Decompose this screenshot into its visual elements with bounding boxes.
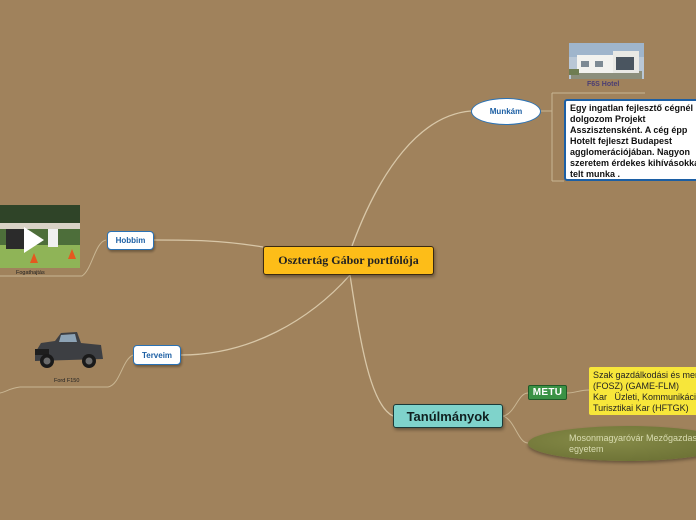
central-topic[interactable]: Osztertág Gábor portfólója (263, 246, 434, 275)
central-topic-label: Osztertág Gábor portfólója (278, 253, 419, 267)
metu-note[interactable]: Szak gazdálkodási és menedzsment (FOSZ) … (589, 367, 696, 415)
branch-terveim-label: Terveim (141, 350, 173, 360)
play-icon (24, 227, 44, 253)
work-note[interactable]: Egy ingatlan fejlesztő cégnél dolgozom P… (564, 99, 696, 181)
branch-munkam[interactable]: Munkám (471, 98, 541, 125)
mosonmagyarovar-label: Mosonmagyaróvár Mezőgazdasági egyetem (569, 433, 696, 454)
hotel-caption: F6S Hotel (587, 81, 620, 88)
metu-label: METU (532, 387, 563, 398)
metu-logo[interactable]: METU (528, 385, 567, 400)
mosonmagyarovar-node[interactable] (528, 426, 696, 461)
branch-hobbim[interactable]: Hobbim (107, 231, 154, 250)
truck-caption: Ford F150 (54, 378, 80, 384)
link-tanulmanyok (349, 274, 394, 417)
link-munkam (351, 110, 472, 247)
branch-munkam-label: Munkám (489, 107, 523, 116)
hobby-caption: Fogathajtás (16, 270, 45, 276)
hotel-image[interactable] (569, 43, 644, 79)
branch-tanulmanyok[interactable]: Tanúlmányok (393, 404, 503, 428)
branch-terveim[interactable]: Terveim (133, 345, 181, 365)
hobby-video-thumbnail[interactable] (0, 205, 80, 268)
truck-image[interactable] (31, 329, 105, 371)
branch-hobbim-label: Hobbim (115, 236, 146, 245)
link-hobbim (153, 239, 264, 248)
branch-tanulmanyok-label: Tanúlmányok (406, 408, 490, 424)
link-terveim (180, 274, 351, 356)
